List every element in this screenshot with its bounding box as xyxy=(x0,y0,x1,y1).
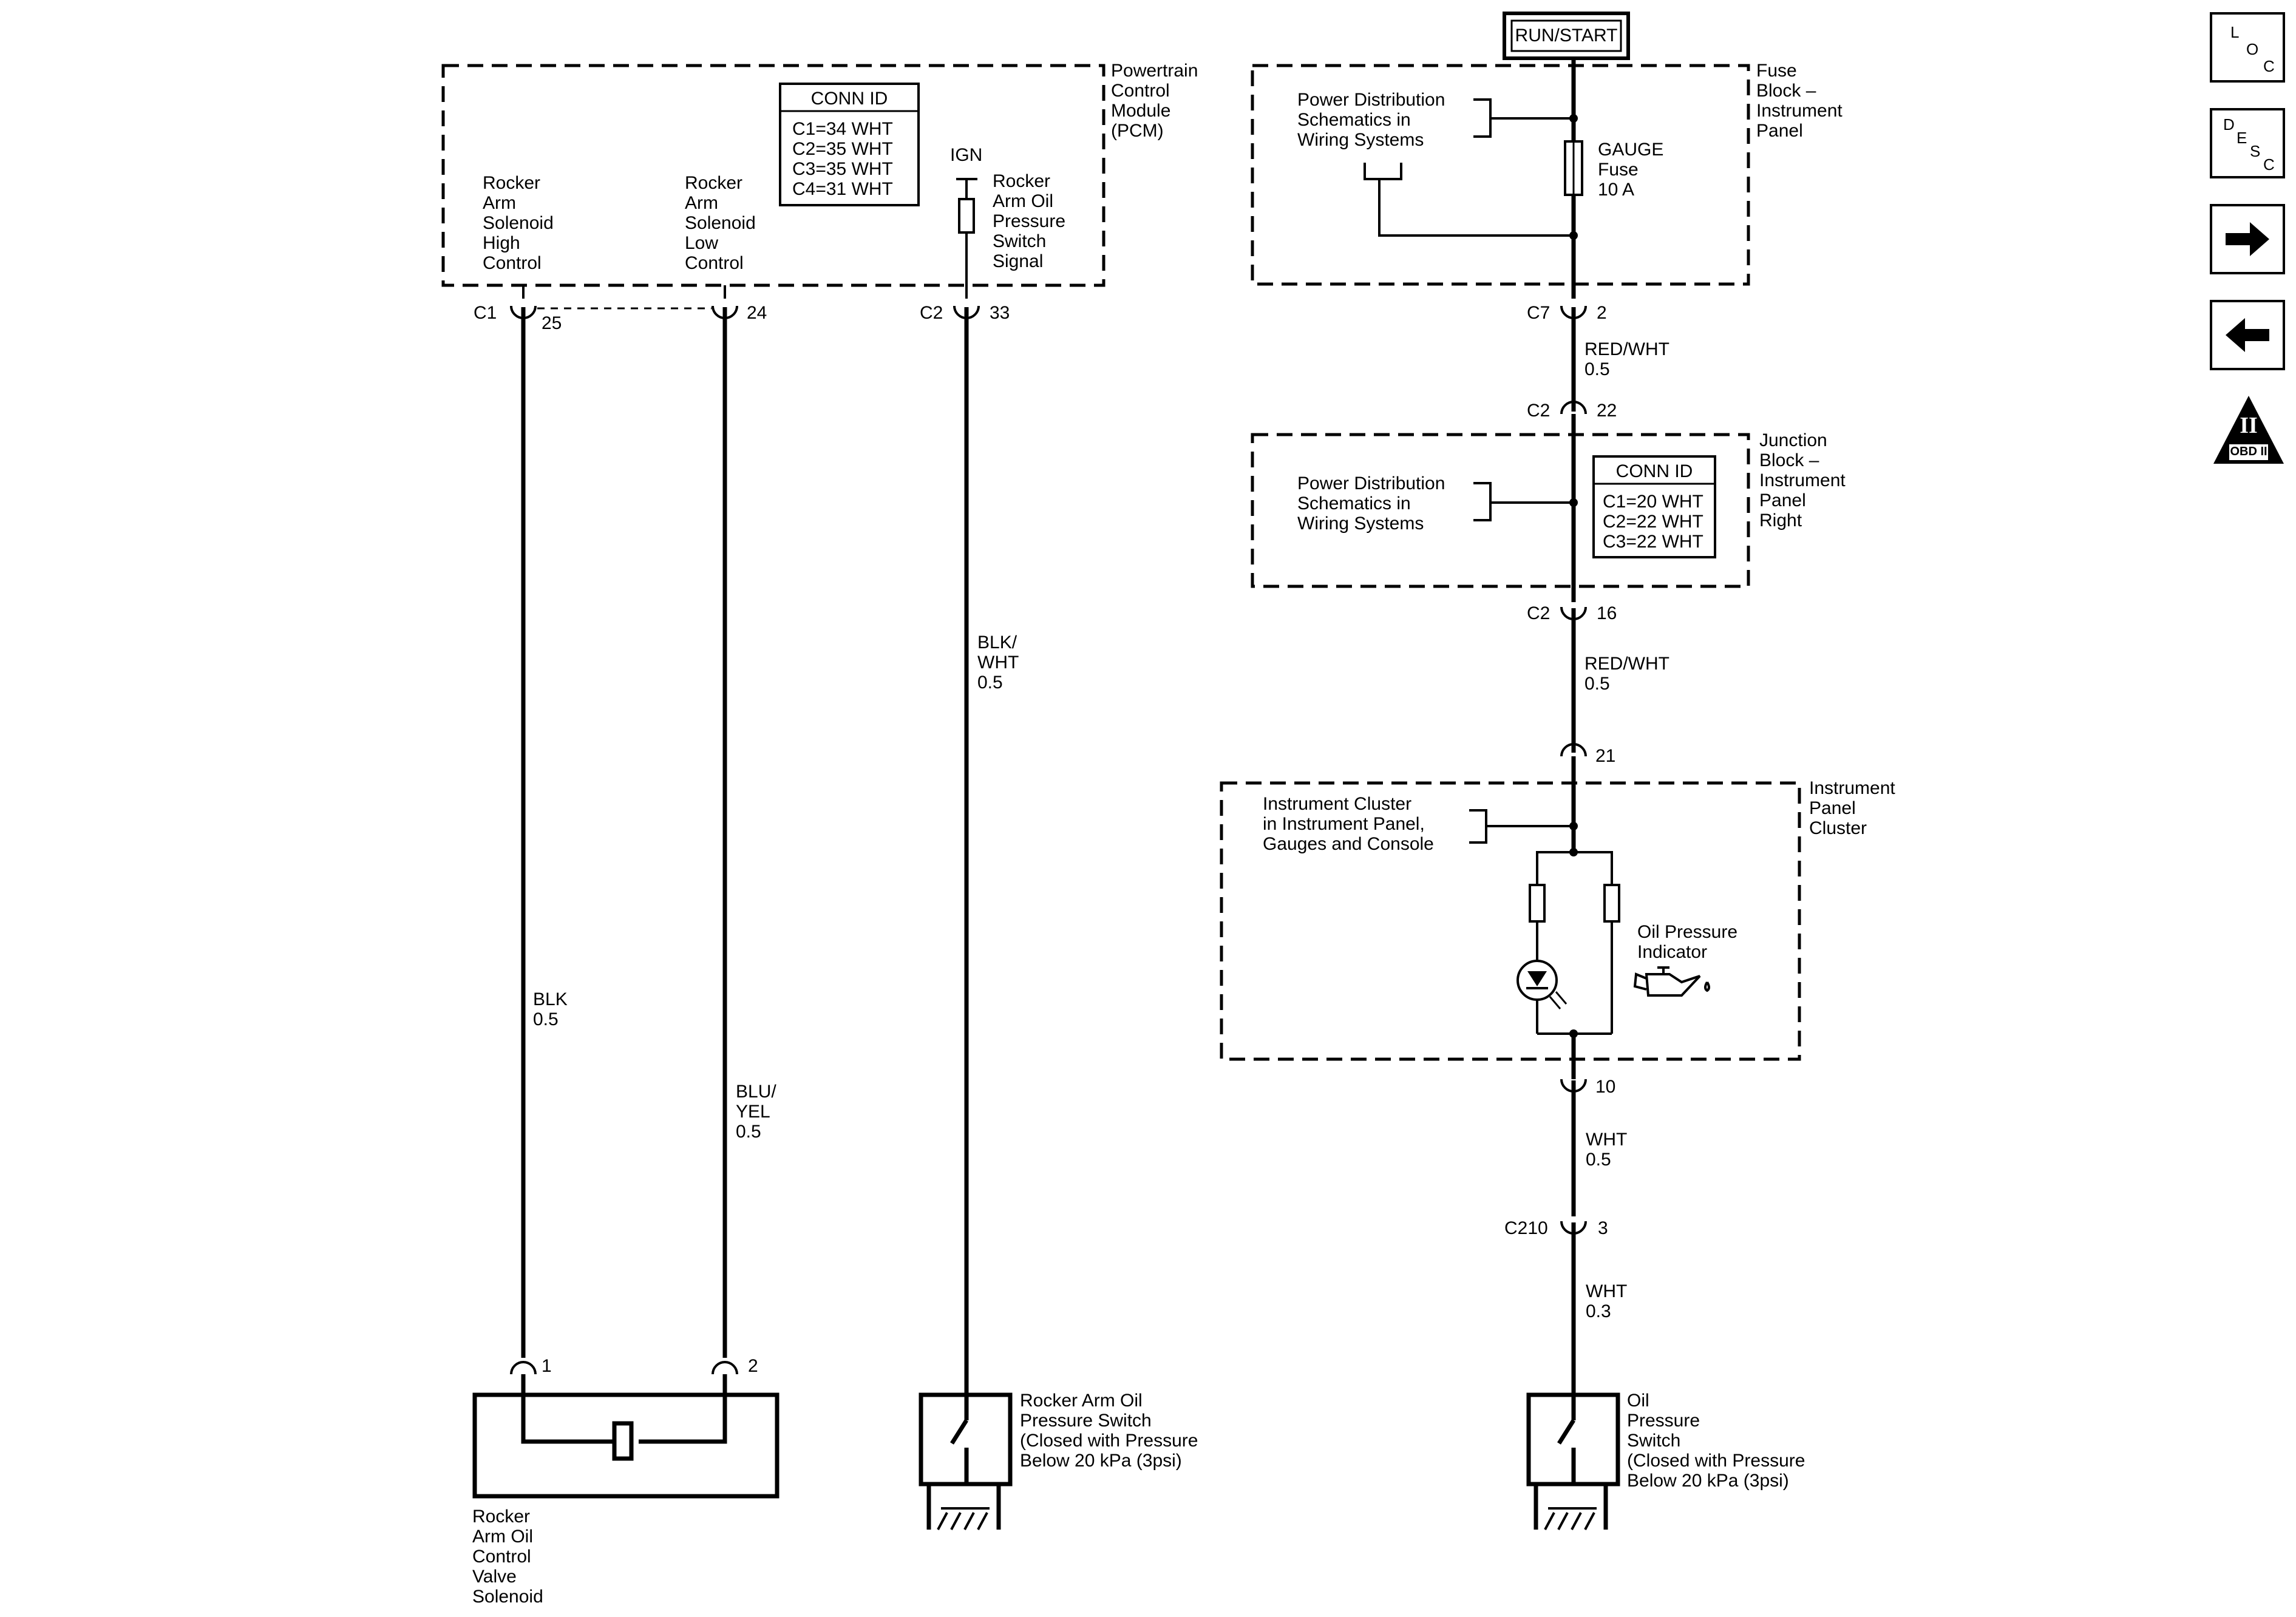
desc-letter-s: S xyxy=(2250,142,2261,160)
obd-ii-label: OBD II xyxy=(2230,445,2267,458)
junction-block-boundary xyxy=(1251,433,1750,588)
pcm-module-boundary xyxy=(441,64,1106,287)
junction-conn-id-box xyxy=(1592,455,1716,558)
pullup-resistor xyxy=(958,198,975,234)
cluster-boundary xyxy=(1220,781,1801,1061)
arrow-right-icon xyxy=(2226,222,2269,256)
obd-ii-symbol: II xyxy=(2240,413,2258,438)
conn-c210-label: C210 xyxy=(1504,1218,1548,1238)
junction-conn-id-header: CONN ID xyxy=(1616,461,1693,481)
conn-c210-pin-3: 3 xyxy=(1598,1218,1608,1238)
arrow-left-icon xyxy=(2226,318,2269,352)
cluster-pin-10: 10 xyxy=(1595,1077,1615,1097)
run-start-label: RUN/START xyxy=(1515,25,1618,46)
loc-button[interactable]: L O C xyxy=(2210,12,2285,83)
pcm-conn-id-box xyxy=(779,83,920,206)
solenoid-body xyxy=(472,1392,779,1499)
back-button[interactable] xyxy=(2210,300,2285,370)
fuse-block-boundary xyxy=(1251,64,1750,286)
oil-can-icon xyxy=(1633,966,1710,997)
conn-c1-pin-24: 24 xyxy=(747,303,767,323)
pcm-conn-id-header: CONN ID xyxy=(811,89,888,109)
indicator-resistor-right xyxy=(1603,884,1620,923)
conn-c1-label: C1 xyxy=(474,303,497,323)
loc-letter-c: C xyxy=(2263,57,2275,75)
conn-c1-pin-25: 25 xyxy=(542,313,562,333)
conn-c2-22-pin: 22 xyxy=(1597,401,1617,421)
loc-letter-o: O xyxy=(2246,40,2259,58)
solenoid-coil xyxy=(612,1421,634,1461)
forward-button[interactable] xyxy=(2210,204,2285,274)
indicator-resistor-left xyxy=(1529,884,1546,923)
ign-label: IGN xyxy=(950,145,982,165)
obd-triangle-icon xyxy=(2213,396,2284,464)
conn-c7-label: C7 xyxy=(1527,303,1550,323)
loc-letter-l: L xyxy=(2230,23,2240,41)
desc-letter-d: D xyxy=(2223,115,2235,134)
conn-c2-pin-33: 33 xyxy=(990,303,1010,323)
cluster-pin-21: 21 xyxy=(1595,746,1615,766)
conn-c2-22-label: C2 xyxy=(1527,401,1550,421)
solenoid-pin-2: 2 xyxy=(748,1356,758,1376)
conn-c7-pin-2: 2 xyxy=(1597,303,1607,323)
desc-letter-e: E xyxy=(2237,129,2247,147)
conn-c2-16-pin: 16 xyxy=(1597,603,1617,623)
desc-button[interactable]: D E S C xyxy=(2210,108,2285,178)
desc-letter-c: C xyxy=(2263,155,2275,174)
obd-ii-button[interactable]: II OBD II xyxy=(2211,393,2286,465)
conn-c2-16-label: C2 xyxy=(1527,603,1550,623)
conn-c2-pcm-label: C2 xyxy=(920,303,943,323)
solenoid-pin-1: 1 xyxy=(542,1356,552,1376)
